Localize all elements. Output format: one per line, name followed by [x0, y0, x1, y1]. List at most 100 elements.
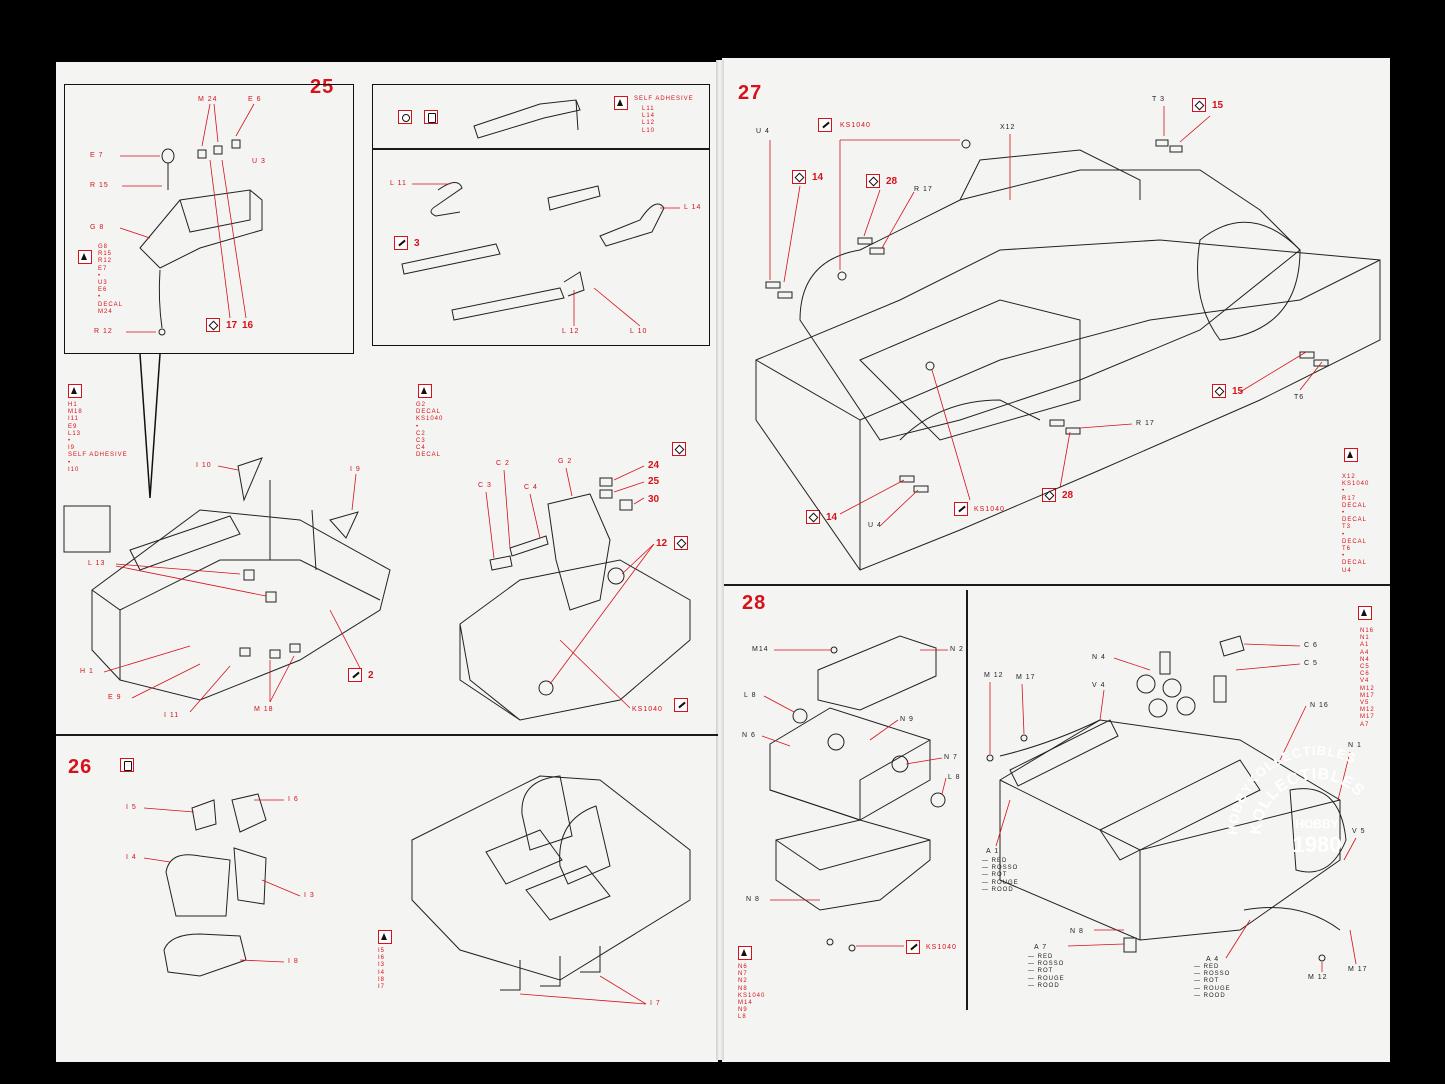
label-m12-bottom: M 12: [1308, 974, 1328, 981]
decal-diamond-icon-3: [674, 536, 688, 550]
decal-15-top: 15: [1212, 100, 1224, 111]
decal-brush-icon: [394, 236, 408, 250]
label-m24: M 24: [198, 96, 218, 103]
label-h1: H 1: [80, 668, 94, 675]
decal-14-top: 14: [812, 172, 824, 183]
label-i6: I 6: [288, 796, 299, 803]
label-u4-top: U 4: [756, 128, 770, 135]
label-i10: I 10: [196, 462, 212, 469]
decal-28-bottom: 28: [1062, 490, 1074, 501]
cut-circle-icon: [398, 110, 412, 124]
seatbelt-parts-list: L11 L14 L12 L10: [642, 106, 656, 134]
label-c4: C 4: [524, 484, 538, 491]
a7-color-list: — RED — ROSSO — ROT — ROUGE — ROOD: [1028, 954, 1065, 989]
engine-left-triangle-icon: [738, 946, 752, 960]
label-l8-bottom: L 8: [948, 774, 961, 781]
decal-number-3: 3: [414, 238, 420, 249]
separator-step28-vertical: [966, 590, 968, 1010]
label-r12: R 12: [94, 328, 113, 335]
inset-parts-list: G8 R15 R12 E7 • U3 E6 • DECAL M24: [98, 244, 124, 315]
self-adhesive-triangle-icon: [614, 96, 628, 110]
decal-brush-icon-2: [348, 668, 362, 682]
seatbelt-box-divider: [372, 148, 710, 150]
engine-right-parts-list: N16 N1 A1 A4 N4 C5 C6 V4 M12 M17 V5 M12 …: [1360, 628, 1375, 728]
label-i3: I 3: [304, 892, 315, 899]
label-n6: N 6: [742, 732, 756, 739]
label-c3: C 3: [478, 482, 492, 489]
decal-number-12: 12: [656, 538, 668, 549]
engine-left-parts-list: N6 N7 N2 N8 KS1040 M14 N9 L8: [738, 964, 766, 1021]
floor-parts-triangle-icon: [68, 384, 82, 398]
decal-diamond-15-top: [1192, 98, 1206, 112]
step-number-28: 28: [742, 592, 767, 614]
label-u4-bottom: U 4: [868, 522, 882, 529]
step-number-26: 26: [68, 756, 93, 778]
decal-diamond-icon-2: [672, 442, 686, 456]
floor-parts-list: H1 M18 I11 E9 L13 • I9 SELF ADHESIVE • I…: [68, 402, 128, 473]
a4-color-list: — RED — ROSSO — ROT — ROUGE — ROOD: [1194, 964, 1231, 999]
decal-15-bottom: 15: [1232, 386, 1244, 397]
label-l12: L 12: [562, 328, 580, 335]
right-page: [722, 58, 1390, 1062]
label-n9: N 9: [900, 716, 914, 723]
label-e9: E 9: [108, 694, 122, 701]
label-l10: L 10: [630, 328, 648, 335]
label-r17-bottom: R 17: [1136, 420, 1155, 427]
label-ks1040-28: KS1040: [926, 944, 957, 951]
decal-diamond-icon: [206, 318, 220, 332]
label-u3: U 3: [252, 158, 266, 165]
parts-triangle-icon: [78, 250, 92, 264]
label-ks1040-top: KS1040: [840, 122, 871, 129]
decal-number-2: 2: [368, 670, 374, 681]
label-c5: C 5: [1304, 660, 1318, 667]
label-n8-left: N 8: [746, 896, 760, 903]
label-m18: M 18: [254, 706, 274, 713]
label-c2: C 2: [496, 460, 510, 467]
label-m17-top: M 17: [1016, 674, 1036, 681]
decal-number-24: 24: [648, 460, 660, 471]
label-l8-top: L 8: [744, 692, 757, 699]
brush-icon-27: [818, 118, 832, 132]
body-parts-triangle-icon: [1344, 448, 1358, 462]
separator-step26: [56, 734, 718, 736]
decal-14-bottom: 14: [826, 512, 838, 523]
label-g8: G 8: [90, 224, 105, 231]
decal-diamond-28-top: [866, 174, 880, 188]
decal-diamond-14-bottom: [806, 510, 820, 524]
watermark-year: 1980: [1293, 832, 1342, 857]
label-n4: N 4: [1092, 654, 1106, 661]
label-m12-top: M 12: [984, 672, 1004, 679]
page-fold: [716, 60, 724, 1060]
seatbelt-box: [372, 84, 710, 346]
label-n2: N 2: [950, 646, 964, 653]
label-i11: I 11: [164, 712, 180, 719]
label-m14: M14: [752, 646, 769, 653]
step-number-25: 25: [310, 76, 335, 98]
label-g2: G 2: [558, 458, 573, 465]
a1-color-list: — RED — ROSSO — ROT — ROUGE — ROOD: [982, 858, 1019, 893]
decal-brush-icon-3: [674, 698, 688, 712]
label-i4: I 4: [126, 854, 137, 861]
label-r15: R 15: [90, 182, 109, 189]
engine-right-triangle-icon: [1358, 606, 1372, 620]
label-r17-top: R 17: [914, 186, 933, 193]
label-t6: T6: [1294, 394, 1305, 401]
console-parts-list: G2 DECAL KS1040 • C2 C3 C4 DECAL: [416, 402, 444, 459]
label-n16: N 16: [1310, 702, 1329, 709]
decal-number-25: 25: [648, 476, 660, 487]
